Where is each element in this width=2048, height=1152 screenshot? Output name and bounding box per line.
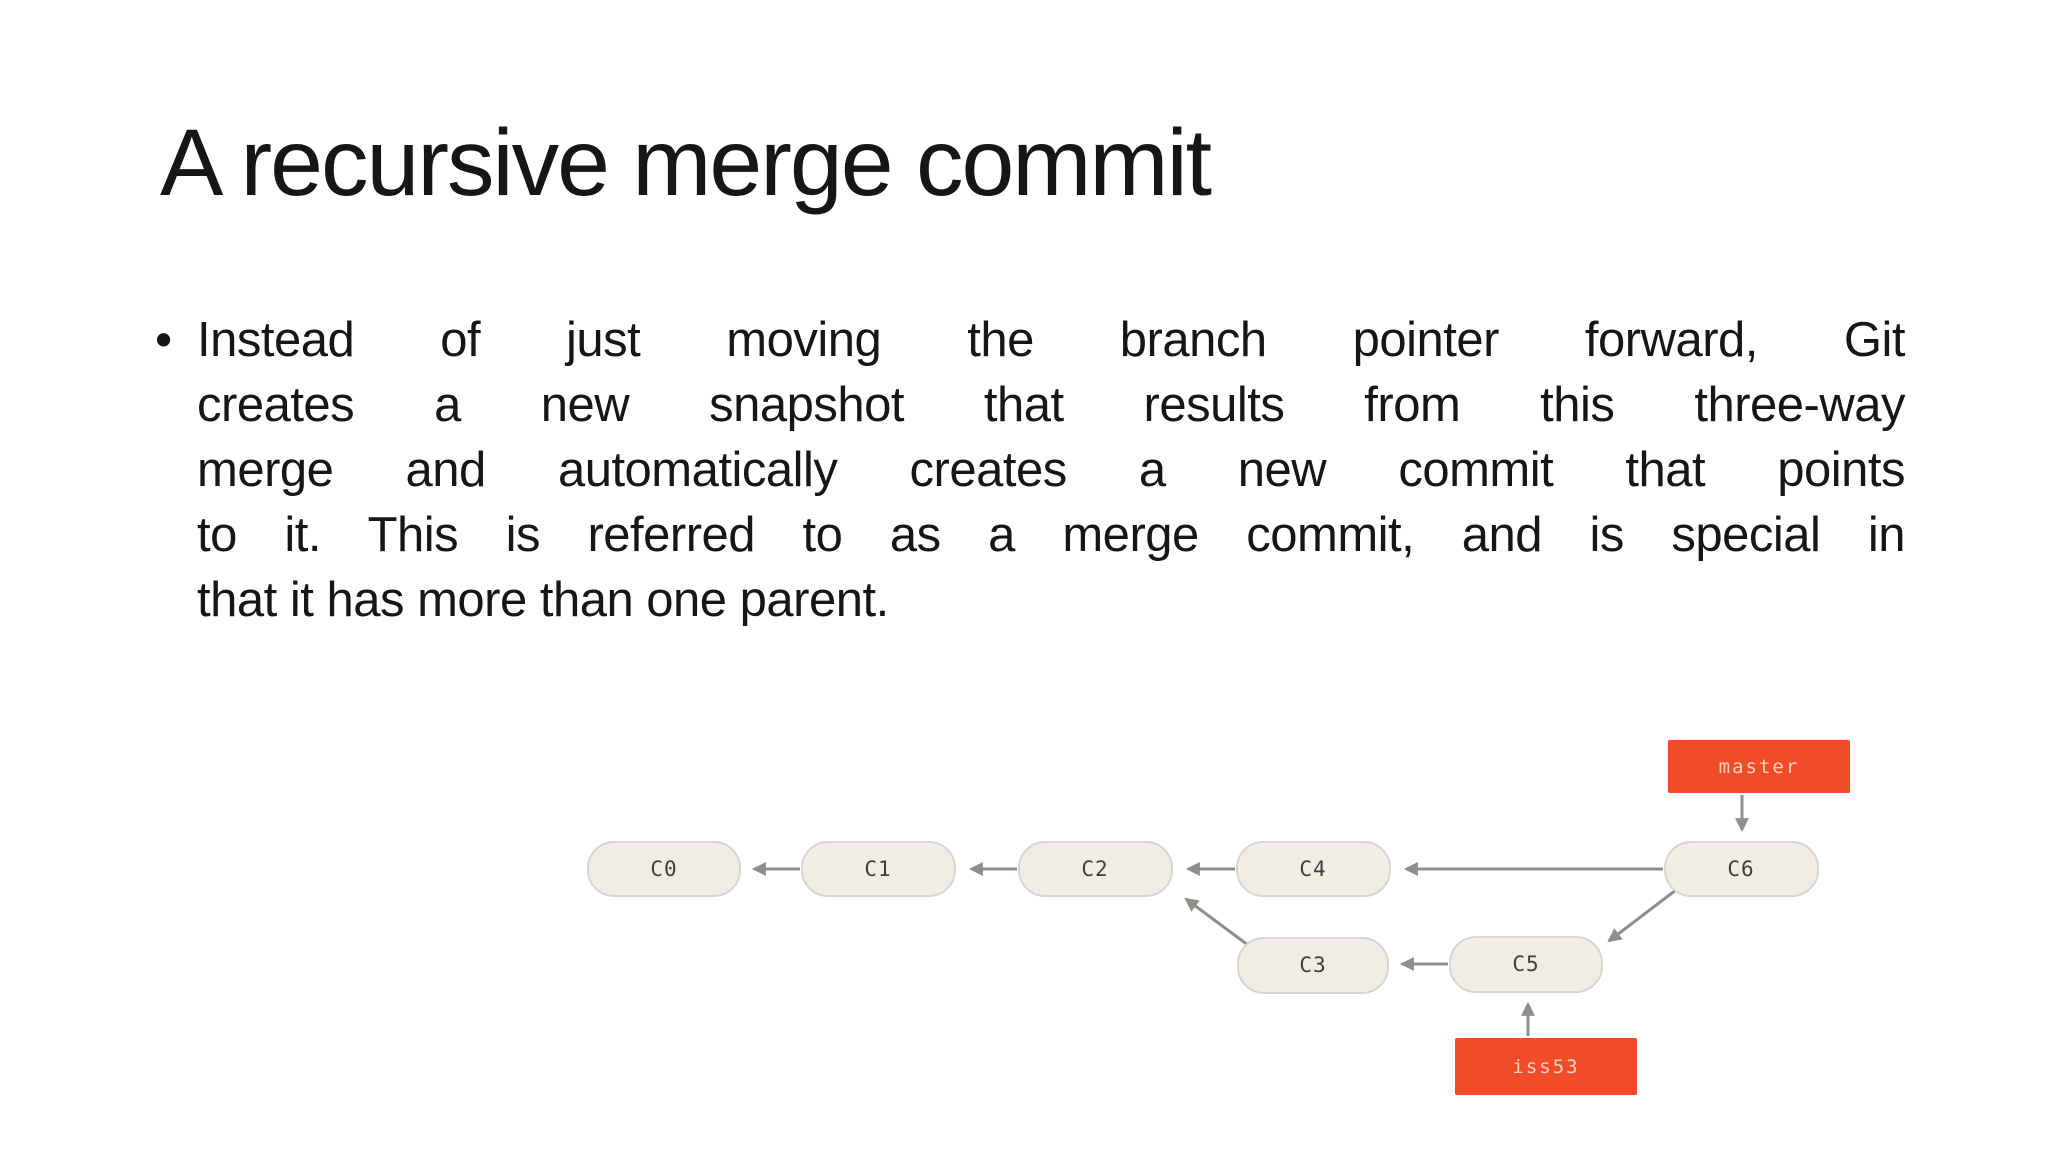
commit-node-label: C6 [1727, 857, 1754, 881]
commit-node-label: C2 [1081, 857, 1108, 881]
commit-node-c5: C5 [1449, 936, 1603, 993]
body-line: to it. This is referred to as a merge co… [197, 508, 1906, 562]
slide-title: A recursive merge commit [160, 110, 1212, 216]
commit-node-c4: C4 [1236, 841, 1391, 897]
commit-node-label: C1 [864, 857, 891, 881]
commit-node-c3: C3 [1237, 937, 1389, 994]
commit-node-label: C4 [1299, 857, 1326, 881]
body-line: creates a new snapshot that results from… [197, 378, 1906, 432]
branch-box [1455, 1038, 1637, 1095]
body-line: merge and automatically creates a new co… [197, 443, 1906, 497]
commit-node-box [1237, 937, 1389, 994]
commit-node-box [1664, 841, 1819, 897]
commit-node-label: C3 [1299, 953, 1326, 977]
commit-node-label: C5 [1512, 952, 1539, 976]
commit-node-box [801, 841, 956, 897]
commit-node-c0: C0 [587, 841, 741, 897]
branch-box [1668, 740, 1850, 793]
body-line: Instead of just moving the branch pointe… [197, 313, 1906, 367]
branch-name: iss53 [1512, 1056, 1579, 1078]
bullet-list: • Instead of just moving the branch poin… [155, 308, 1906, 633]
body-line: that it has more than one parent. [197, 573, 889, 627]
commit-node-box [587, 841, 741, 897]
commit-node-box [1449, 936, 1603, 993]
branch-label-master: master [1668, 740, 1850, 793]
branch-label-iss53: iss53 [1455, 1038, 1637, 1095]
edge-c3-c2 [1184, 897, 1257, 953]
bullet-marker: • [155, 313, 173, 367]
commit-node-box [1018, 841, 1173, 897]
commit-node-c1: C1 [801, 841, 956, 897]
commit-node-c2: C2 [1018, 841, 1173, 897]
branch-name: master [1719, 756, 1800, 778]
commit-node-box [1236, 841, 1391, 897]
commit-node-label: C0 [650, 857, 677, 881]
commit-node-c6: C6 [1664, 841, 1819, 897]
edge-c6-c5 [1607, 888, 1677, 943]
bullet-paragraph: Instead of just moving the branch pointe… [197, 308, 1906, 633]
